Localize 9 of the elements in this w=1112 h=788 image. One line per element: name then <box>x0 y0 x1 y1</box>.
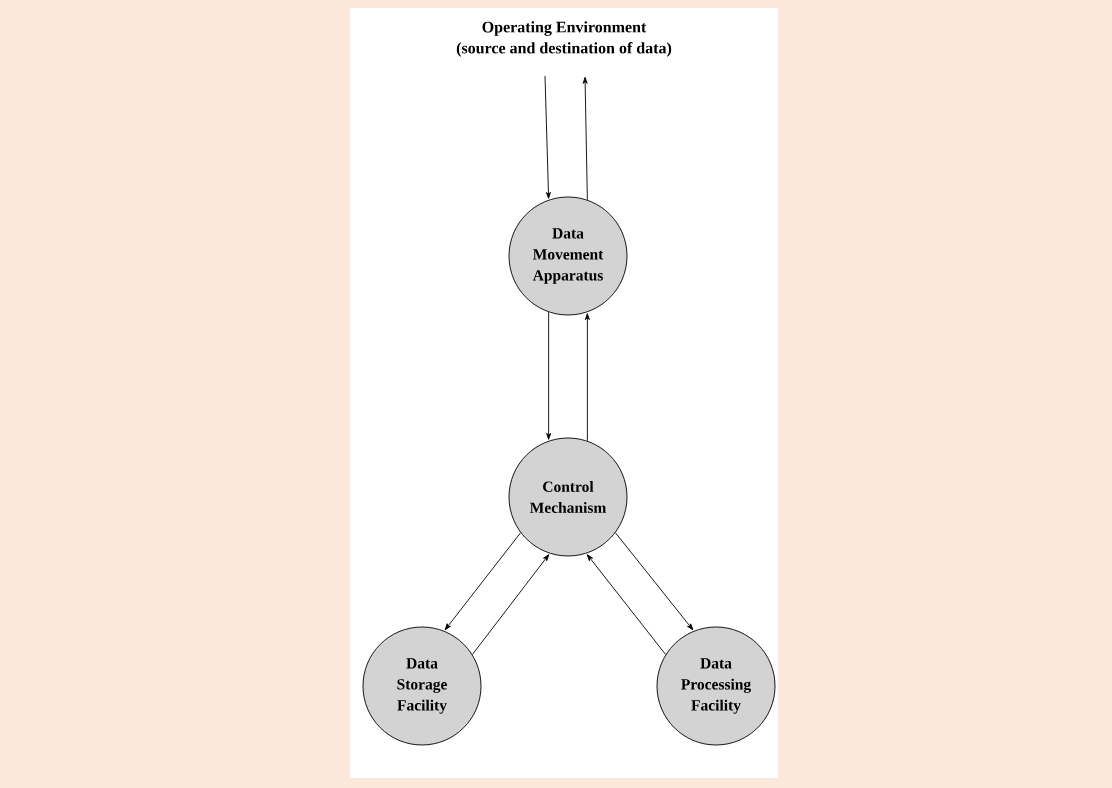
arrow <box>615 532 694 631</box>
arrow <box>544 75 551 199</box>
arrow <box>546 311 552 440</box>
arrow <box>582 76 588 201</box>
arrow <box>471 554 550 655</box>
arrow <box>586 554 667 655</box>
heading-text: Operating Environment (source and destination of data) <box>456 21 672 57</box>
arrow <box>584 313 590 442</box>
arrow <box>444 532 521 631</box>
